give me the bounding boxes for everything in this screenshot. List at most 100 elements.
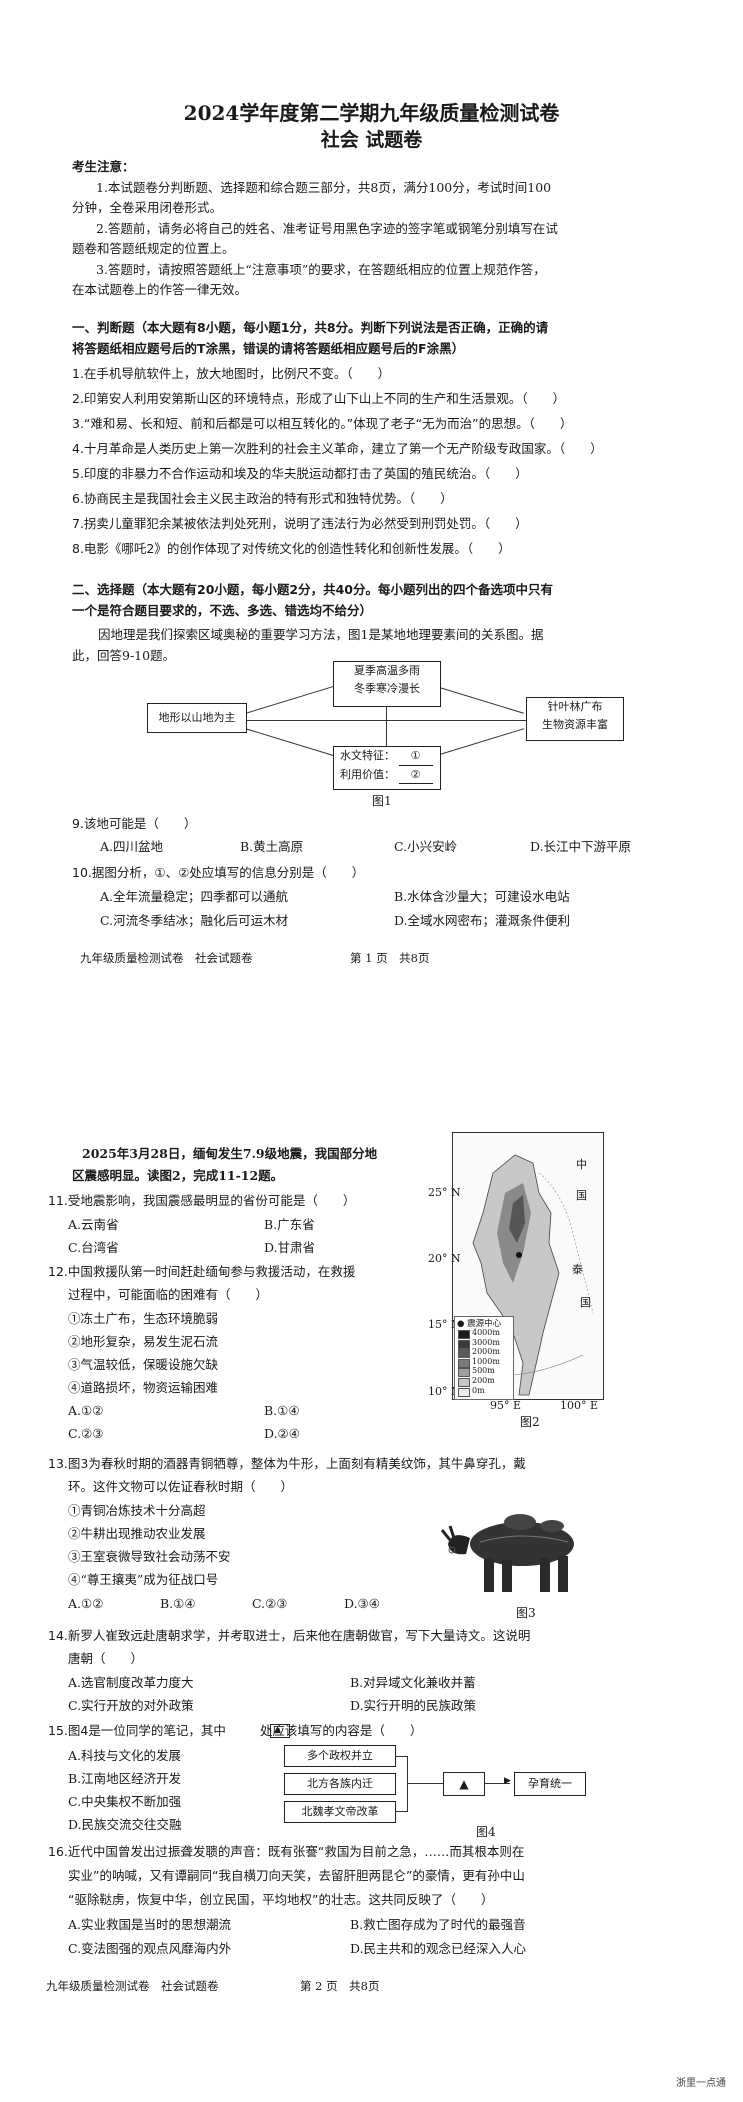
- p2-intro: 区震感明显。读图2，完成11-12题。: [72, 1168, 284, 1183]
- section1-header: 一、判断题（本大题有8小题，每小题1分，共8分。判断下列说法是否正确，正确的请: [72, 320, 549, 335]
- q16-option-c: C.变法图强的观点风靡海内外: [68, 1941, 232, 1956]
- q9-stem: 9.该地可能是（ ）: [72, 816, 197, 831]
- myanmar-map-graphic: [470, 1154, 594, 1396]
- q15-option-c: C.中央集权不断加强: [68, 1794, 182, 1809]
- q11-stem: 11.受地震影响，我国震感最明显的省份可能是（ ）: [48, 1193, 356, 1208]
- footer-text: 九年级质量检测试卷 社会试题卷: [46, 1979, 219, 1993]
- judge-item-4: 4.十月革命是人类历史上第一次胜利的社会主义革命，建立了第一个无产阶级专政国家。…: [72, 441, 603, 456]
- q16-stem: 16.近代中国曾发出过振聋发聩的声音：既有张謇“救国为目前之急，……而其根本则在: [48, 1844, 525, 1859]
- q16-option-d: D.民主共和的观念已经深入人心: [350, 1941, 527, 1956]
- legend-swatch: [458, 1339, 470, 1349]
- legend-label: 4000m: [472, 1328, 500, 1337]
- section2-intro: 此，回答9-10题。: [72, 648, 176, 663]
- epicenter-icon: ●: [457, 1319, 465, 1329]
- judge-item-7: 7.拐卖儿童罪犯余某被依法判处死刑，说明了违法行为必然受到刑罚处罚。（ ）: [72, 516, 528, 531]
- q12-statement: ①冻土广布，生态环境脆弱: [68, 1311, 219, 1326]
- footer-text: 九年级质量检测试卷 社会试题卷: [80, 951, 253, 965]
- fig4-box-1: 多个政权并立: [284, 1745, 396, 1767]
- q10-option-c: C.河流冬季结冰；融化后可运木材: [100, 913, 289, 928]
- judge-item-3: 3.“难和易、长和短、前和后都是可以相互转化的。”体现了老子“无为而治”的思想。…: [72, 416, 573, 431]
- q11-option-b: B.广东省: [264, 1217, 315, 1232]
- legend-label: 3000m: [472, 1337, 500, 1347]
- notice-line: 分钟，全卷采用闭卷形式。: [72, 200, 223, 215]
- q13-statement: ②牛耕出现推动农业发展: [68, 1526, 206, 1541]
- q14-stem: 14.新罗人崔致远赴唐朝求学，并考取进士，后来他在唐朝做官，写下大量诗文。这说明: [48, 1628, 531, 1643]
- q16-option-b: B.救亡图存成为了时代的最强音: [350, 1917, 526, 1932]
- map-label-thailand-2: 国: [580, 1296, 591, 1309]
- q12-option-b: B.①④: [264, 1403, 300, 1418]
- lat-label: 15° N: [428, 1318, 461, 1331]
- q9-option-a: A.四川盆地: [100, 839, 164, 854]
- lon-label: 95° E: [490, 1399, 522, 1412]
- notice-line: 在本试题卷上的作答一律无效。: [72, 282, 248, 297]
- q12-statement: ③气温较低，保暖设施欠缺: [68, 1357, 219, 1372]
- q12-option-a: A.①②: [68, 1403, 104, 1418]
- fig1-vegetation-box: 针叶林广布 生物资源丰富: [526, 697, 624, 741]
- q15-option-d: D.民族交流交往交融: [68, 1817, 182, 1832]
- q15-stem-pre: 15.图4是一位同学的笔记，其中: [48, 1723, 226, 1738]
- q12-statement: ④道路损坏，物资运输困难: [68, 1380, 219, 1395]
- q15-option-b: B.江南地区经济开发: [68, 1771, 182, 1786]
- q13-statement: ③王室衰微导致社会动荡不安: [68, 1549, 231, 1564]
- q13-statement: ④“尊王攘夷”成为征战口号: [68, 1572, 219, 1587]
- q16-option-a: A.实业救国是当时的思想潮流: [68, 1917, 232, 1932]
- lat-label: 10° N: [428, 1385, 461, 1398]
- legend-swatch: [458, 1387, 470, 1397]
- fig2-caption: 图2: [520, 1415, 540, 1429]
- legend-label: 0m: [472, 1385, 485, 1395]
- q14-stem: 唐朝（ ）: [68, 1651, 144, 1666]
- q12-option-d: D.②④: [264, 1426, 300, 1441]
- q15-option-a: A.科技与文化的发展: [68, 1748, 182, 1763]
- bronze-ox-vessel-image: [440, 1514, 574, 1592]
- triangle-icon: ▲: [459, 1777, 469, 1791]
- fig1-river-box: 水文特征： ① 利用价值： ②: [333, 746, 441, 790]
- notice-line: 题卷和答题纸规定的位置上。: [72, 241, 235, 256]
- judge-item-1: 1.在手机导航软件上，放大地图时，比例尺不变。（ ）: [72, 366, 391, 381]
- section2-intro: 因地理是我们探索区域奥秘的重要学习方法，图1是某地地理要素间的关系图。据: [98, 627, 544, 642]
- fig4-box-3: 北魏孝文帝改革: [284, 1801, 396, 1823]
- legend-swatch: [458, 1349, 470, 1359]
- q12-stem: 12.中国救援队第一时间赶赴缅甸参与救援活动，在救援: [48, 1264, 356, 1279]
- judge-item-2: 2.印第安人利用安第斯山区的环境特点，形成了山下山上不同的生产和生活景观。（ ）: [72, 391, 566, 406]
- section2-header: 一个是符合题目要求的，不选、多选、错选均不给分）: [72, 603, 373, 618]
- q13-option-d: D.③④: [344, 1596, 380, 1611]
- fig1-climate-box: 夏季高温多雨 冬季寒冷漫长: [333, 661, 441, 707]
- q12-stem: 过程中，可能面临的困难有（ ）: [68, 1287, 269, 1302]
- q16-stem: “驱除鞑虏，恢复中华，创立民国，平均地权”的壮志。这共同反映了（ ）: [68, 1892, 494, 1907]
- legend-swatch: [458, 1358, 470, 1368]
- fig1-terrain-box: 地形以山地为主: [147, 703, 247, 733]
- q13-stem: 环。这件文物可以佐证春秋时期（ ）: [68, 1479, 294, 1494]
- fig3-caption: 图3: [516, 1606, 536, 1620]
- notice-line: 1.本试题卷分判断题、选择题和综合题三部分，共8页，满分100分，考试时间100: [96, 180, 552, 195]
- arrow-right-icon: ▶: [504, 1776, 511, 1786]
- fig4-caption: 图4: [476, 1825, 496, 1839]
- fig4-result-box: 孕育统一: [514, 1772, 586, 1796]
- q9-option-d: D.长江中下游平原: [530, 839, 632, 854]
- section2-header: 二、选择题（本大题有20小题，每小题2分，共40分。每小题列出的四个备选项中只有: [72, 582, 553, 597]
- page-number: 第 2 页 共8页: [300, 1979, 380, 1993]
- section1-header: 将答题纸相应题号后的T涂黑，错误的请将答题纸相应题号后的F涂黑）: [72, 341, 465, 356]
- legend-label: 200m: [472, 1376, 495, 1385]
- notice-title: 考生注意：: [72, 159, 135, 174]
- watermark: 浙里一点通: [676, 2078, 726, 2089]
- q13-stem: 13.图3为春秋时期的酒器青铜牺尊，整体为牛形，上面刻有精美纹饰，其牛鼻穿孔，戴: [48, 1456, 526, 1471]
- q16-stem: 实业”的呐喊，又有谭嗣同“我自横刀向天笑，去留肝胆两昆仑”的豪情，更有孙中山: [68, 1868, 525, 1883]
- q12-option-c: C.②③: [68, 1426, 104, 1441]
- q12-statement: ②地形复杂，易发生泥石流: [68, 1334, 219, 1349]
- lon-label: 100° E: [560, 1399, 599, 1412]
- legend-label: 2000m: [472, 1347, 500, 1357]
- exam-title: 2024学年度第二学期九年级质量检测试卷: [183, 101, 560, 125]
- blank-1: ①: [398, 747, 433, 766]
- fig4-triangle-box: ▲: [443, 1772, 485, 1796]
- legend-title: 震源中心: [467, 1319, 502, 1329]
- blank-2: ②: [398, 766, 433, 785]
- q13-option-a: A.①②: [68, 1596, 104, 1611]
- q10-option-d: D.全域水网密布；灌溉条件便利: [394, 913, 571, 928]
- p2-intro: 2025年3月28日，缅甸发生7.9级地震，我国部分地: [82, 1146, 378, 1161]
- q13-statement: ①青铜冶炼技术十分高超: [68, 1503, 206, 1518]
- q9-option-c: C.小兴安岭: [394, 839, 458, 854]
- lat-label: 20° N: [428, 1252, 461, 1265]
- q11-option-c: C.台湾省: [68, 1240, 119, 1255]
- judge-item-5: 5.印度的非暴力不合作运动和埃及的华夫脱运动都打击了英国的殖民统治。（ ）: [72, 466, 528, 481]
- q10-stem: 10.据图分析，①、②处应填写的信息分别是（ ）: [72, 865, 365, 880]
